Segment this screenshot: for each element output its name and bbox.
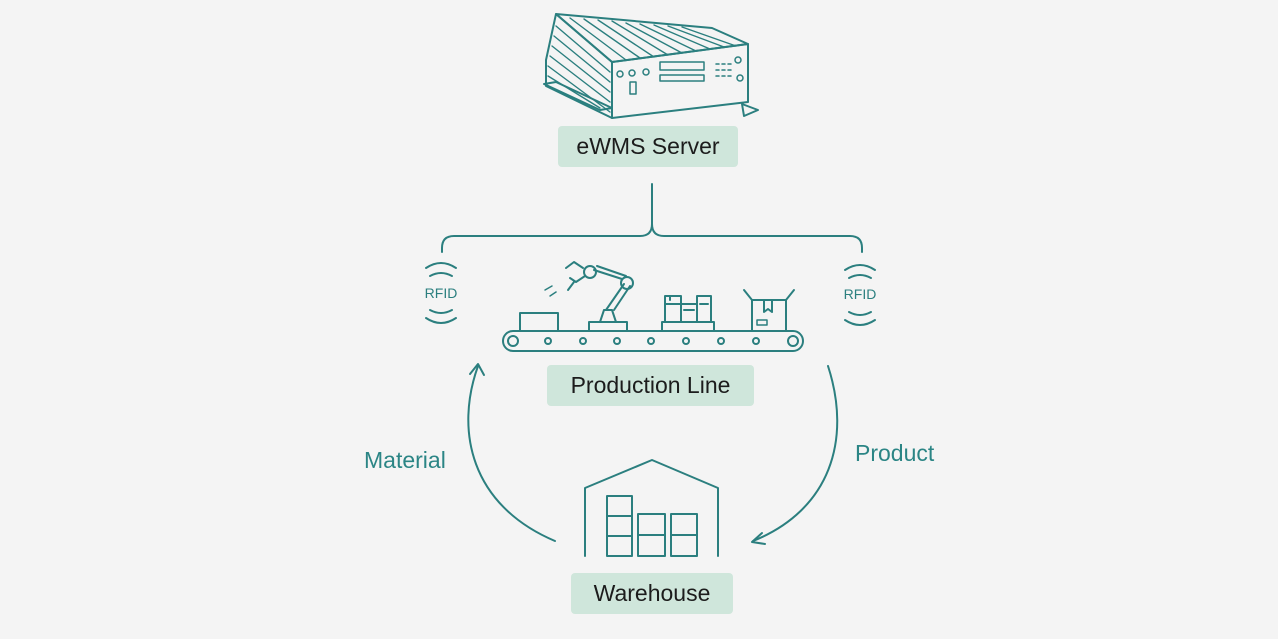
rfid-left-icon — [425, 262, 457, 324]
material-flow-arrow — [467, 365, 556, 542]
rfid-right-label: RFID — [844, 286, 877, 302]
rfid-left-label: RFID — [425, 285, 458, 301]
server-connector-line — [441, 183, 863, 253]
warehouse-label: Warehouse — [571, 573, 733, 614]
rfid-right-icon — [844, 264, 876, 326]
product-arrowhead — [751, 532, 766, 545]
material-flow-label: Material — [364, 447, 446, 473]
server-label: eWMS Server — [558, 126, 738, 167]
product-flow-label: Product — [855, 440, 935, 466]
server-device-icon — [543, 13, 759, 119]
warehouse-icon — [584, 459, 719, 557]
product-flow-arrow — [752, 365, 839, 542]
material-arrowhead — [469, 363, 485, 376]
production-line-label: Production Line — [547, 365, 754, 406]
production-line-icon — [502, 261, 804, 352]
